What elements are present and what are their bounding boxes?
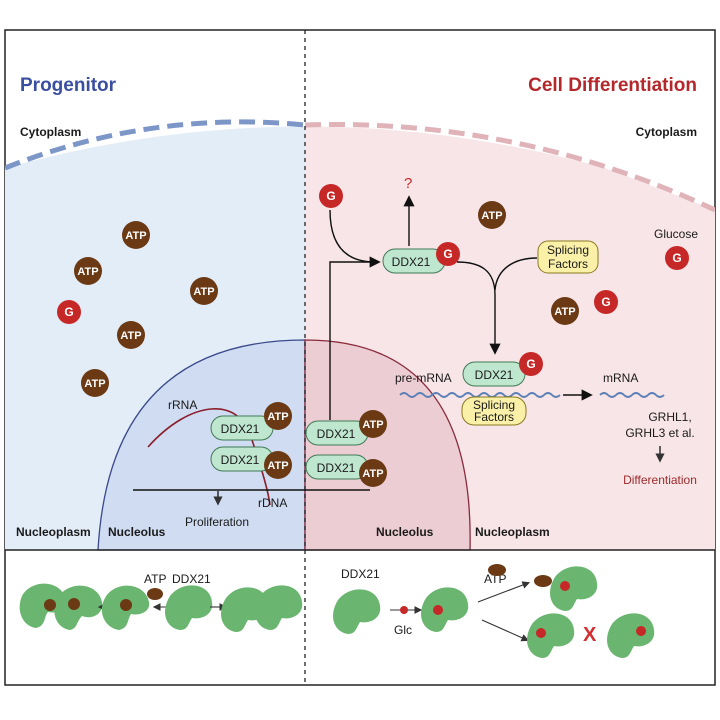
reaction-arrow [481, 619, 530, 642]
grhl-genes-label: GRHL3 et al. [625, 426, 694, 440]
glucose-label: Glucose [654, 227, 698, 241]
svg-text:ATP: ATP [362, 468, 383, 480]
nucleolus-label-right: Nucleolus [376, 525, 434, 539]
glucose-molecule [560, 581, 570, 591]
nucleolus-label-left: Nucleolus [108, 525, 166, 539]
ddx21-protein-shape [165, 585, 213, 630]
ddx21-label: DDX21 [341, 567, 380, 581]
g-molecule: G [665, 246, 689, 270]
atp-molecule [534, 575, 552, 587]
glucose-molecule [433, 605, 443, 615]
svg-text:ATP: ATP [120, 330, 141, 342]
svg-text:DDX21: DDX21 [221, 422, 260, 436]
svg-text:ATP: ATP [125, 230, 146, 242]
ddx21-complex: DDX21 ATP [210, 446, 292, 479]
rrna-label: rRNA [168, 398, 197, 412]
svg-text:DDX21: DDX21 [317, 461, 356, 475]
mrna-strand [599, 392, 665, 398]
atp-molecule: ATP [122, 221, 150, 249]
cytoplasm-label-left: Cytoplasm [20, 125, 81, 139]
pre-mrna-label: pre-mRNA [395, 371, 452, 385]
nucleoplasm-label-right: Nucleoplasm [475, 525, 550, 539]
merge-arrow [456, 261, 501, 355]
glucose-molecule [536, 628, 546, 638]
glucose-molecule [636, 626, 646, 636]
svg-text:G: G [526, 357, 535, 371]
svg-text:G: G [326, 189, 335, 203]
svg-text:DDX21: DDX21 [221, 453, 260, 467]
atp-molecule: ATP [478, 201, 506, 229]
question-mark: ? [404, 175, 412, 192]
cytoplasm-label-right: Cytoplasm [636, 125, 697, 139]
glucose-molecule [400, 606, 408, 614]
svg-text:DDX21: DDX21 [317, 427, 356, 441]
atp-molecule [488, 564, 506, 576]
ddx21-protein-shape [421, 587, 469, 632]
svg-text:G: G [601, 295, 610, 309]
svg-text:Factors: Factors [474, 410, 514, 424]
membrane-right [305, 122, 715, 213]
atp-molecule: ATP [190, 277, 218, 305]
svg-text:G: G [672, 251, 681, 265]
ddx21-label: DDX21 [172, 572, 211, 586]
rdna-label: rDNA [258, 496, 287, 510]
ddx21-complex: DDX21 ATP [305, 454, 387, 487]
pre-mrna-strand [399, 392, 561, 398]
x-mark: X [583, 624, 597, 646]
atp-molecule [147, 588, 163, 600]
svg-text:ATP: ATP [193, 286, 214, 298]
reaction-arrow [477, 581, 531, 603]
svg-text:Splicing: Splicing [547, 243, 589, 257]
g-molecule: G [57, 300, 81, 324]
spliceosome-complex: Splicing Factors DDX21 G [461, 352, 543, 426]
svg-text:Splicing: Splicing [473, 398, 515, 412]
glc-label: Glc [394, 623, 412, 637]
differentiation-title: Cell Differentiation [528, 75, 697, 96]
ddx21-protein-shape [221, 585, 303, 632]
atp-label: ATP [484, 572, 506, 586]
svg-text:ATP: ATP [481, 210, 502, 222]
mrna-label: mRNA [603, 371, 638, 385]
svg-text:G: G [64, 305, 73, 319]
membrane-left [5, 119, 305, 171]
atp-label: ATP [144, 572, 166, 586]
atp-molecule: ATP [117, 321, 145, 349]
ddx21-protein-shape [527, 613, 655, 658]
nucleolus-left [97, 339, 306, 551]
svg-text:ATP: ATP [267, 460, 288, 472]
g-molecule: G [594, 290, 618, 314]
ddx21-complex: DDX21 ATP [210, 402, 292, 441]
g-molecule: G [319, 184, 343, 208]
svg-text:G: G [443, 247, 452, 261]
atp-molecule [120, 599, 132, 611]
ddx21-protein-shape [550, 566, 598, 611]
svg-text:ATP: ATP [362, 419, 383, 431]
export-arrow [329, 256, 381, 420]
ddx21-glucose-complex: DDX21 G [382, 242, 460, 274]
svg-text:DDX21: DDX21 [475, 368, 514, 382]
svg-text:ATP: ATP [554, 306, 575, 318]
grhl-genes-label: GRHL1, [648, 410, 691, 424]
differentiation-label: Differentiation [623, 473, 697, 487]
atp-molecule: ATP [551, 297, 579, 325]
glucose-binding-arrow [329, 209, 376, 263]
svg-text:Factors: Factors [548, 257, 588, 271]
atp-molecule [68, 598, 80, 610]
progenitor-title: Progenitor [20, 75, 117, 96]
svg-text:DDX21: DDX21 [392, 255, 431, 269]
atp-molecule [44, 599, 56, 611]
ddx21-complex: DDX21 ATP [305, 410, 387, 446]
svg-text:ATP: ATP [77, 266, 98, 278]
atp-molecule: ATP [74, 257, 102, 285]
merge-arrow [494, 257, 538, 291]
ddx21-protein-shape [333, 589, 381, 634]
atp-molecule: ATP [81, 369, 109, 397]
nucleoplasm-label-left: Nucleoplasm [16, 525, 91, 539]
nucleolus-right [304, 339, 471, 551]
svg-text:ATP: ATP [84, 378, 105, 390]
svg-text:ATP: ATP [267, 411, 288, 423]
splicing-factors: Splicing Factors [537, 240, 599, 274]
proliferation-label: Proliferation [185, 515, 249, 529]
